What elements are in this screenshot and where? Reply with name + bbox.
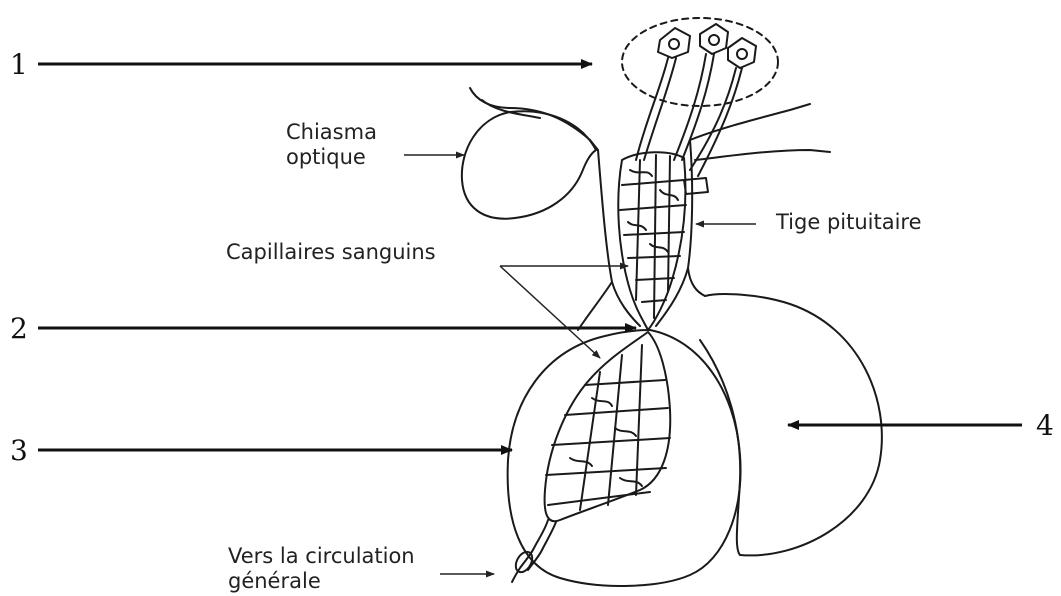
label-chiasma-line2: optique xyxy=(286,145,377,170)
number-1: 1 xyxy=(10,48,28,81)
number-2: 2 xyxy=(10,312,28,345)
neuron-bodies xyxy=(658,24,756,68)
neuron-axons xyxy=(636,54,742,176)
label-vers-line1: Vers la circulation xyxy=(228,544,415,569)
label-vers-la-circulation: Vers la circulation générale xyxy=(228,544,415,594)
stalk-capillary-envelope xyxy=(618,152,685,330)
hypothalamus-outline xyxy=(470,88,598,150)
number-4: 4 xyxy=(1036,409,1054,442)
label-tige-pituitaire: Tige pituitaire xyxy=(776,210,922,235)
label-chiasma-line1: Chiasma xyxy=(286,120,377,145)
hypothalamus-floor xyxy=(690,104,810,140)
lobe-separation xyxy=(700,340,740,555)
number-3: 3 xyxy=(10,434,28,467)
lobe-capillary-envelope xyxy=(545,332,671,521)
leader-capillaires-b xyxy=(500,266,600,358)
label-vers-line2: générale xyxy=(228,569,415,594)
label-capillaires-sanguins: Capillaires sanguins xyxy=(226,240,436,265)
label-chiasma-optique: Chiasma optique xyxy=(286,120,377,170)
optic-chiasma xyxy=(462,111,596,218)
